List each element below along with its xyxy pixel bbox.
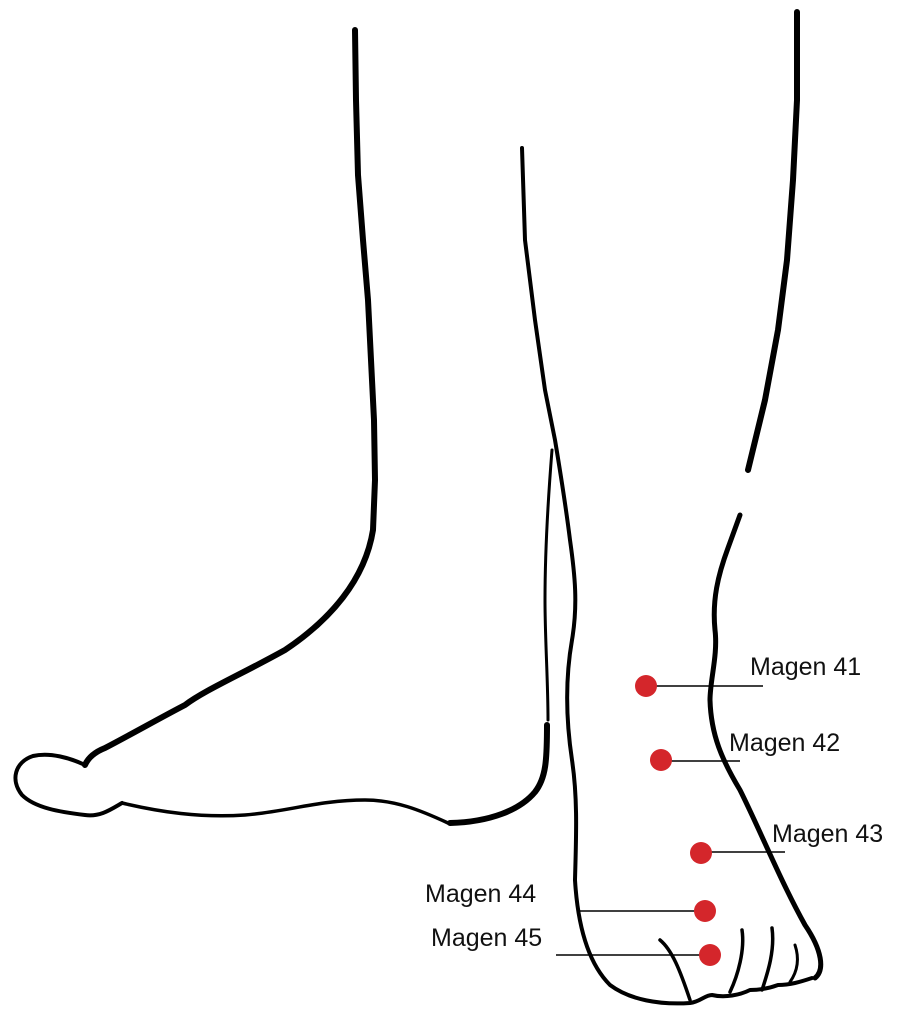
label-st44: Magen 44 [425,880,536,908]
acupoint-st43[interactable] [690,842,712,864]
label-st41: Magen 41 [750,653,861,681]
right-foot-front-view [522,12,821,1003]
toe-line-1 [660,940,690,1000]
acupoint-st45[interactable] [699,944,721,966]
left-foot-heel-outline [450,725,547,823]
label-st42: Magen 42 [729,729,840,757]
leader-lines [556,686,785,955]
acupoint-st44[interactable] [694,900,716,922]
left-foot-side-view [15,30,547,823]
right-leg-inner-outline-2 [545,450,552,720]
toe-line-3 [762,928,773,990]
acupoint-st41[interactable] [635,675,657,697]
left-leg-back-outline [85,30,375,765]
left-foot-sole-outline [122,800,448,823]
label-st45: Magen 45 [431,924,542,952]
right-leg-outer-outline [748,12,797,470]
toe-line-4 [790,945,797,982]
acupoint-markers [635,675,721,966]
left-foot-toe-outline [15,755,122,816]
toe-line-2 [730,930,743,992]
right-foot-toes-outline [575,880,812,1003]
label-st43: Magen 43 [772,820,883,848]
acupoint-labels: Magen 41 Magen 42 Magen 43 Magen 44 Mage… [425,653,883,952]
acupoint-st42[interactable] [650,749,672,771]
